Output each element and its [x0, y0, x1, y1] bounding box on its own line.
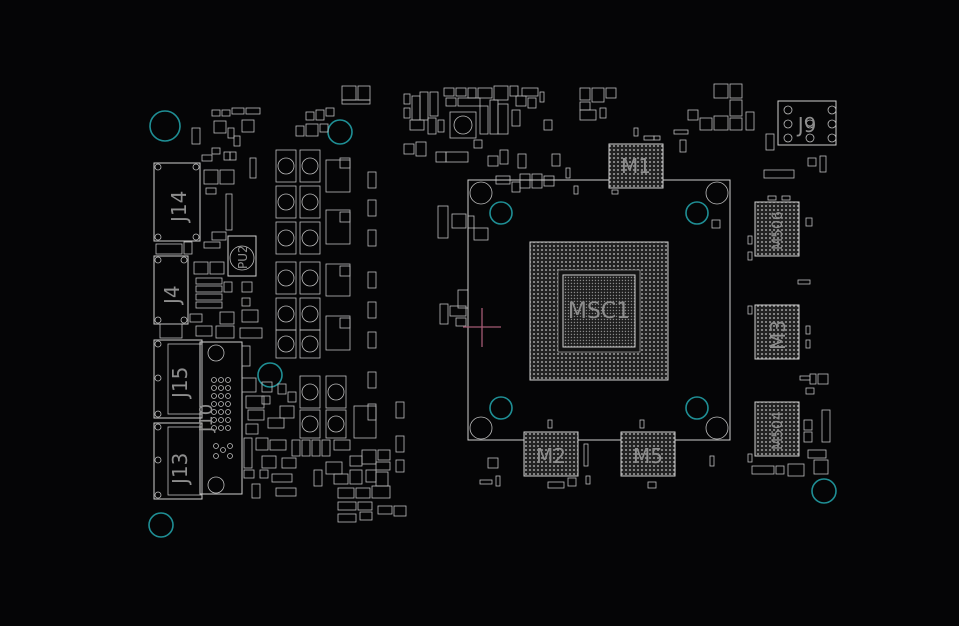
label-m5: M5	[633, 444, 663, 468]
connector-j4[interactable]: J4	[153, 255, 189, 325]
right-passives	[479, 189, 831, 489]
label-m2: M2	[536, 444, 566, 468]
label-pu2: PU2	[236, 245, 250, 269]
regulator-pu2[interactable]: PU2	[227, 235, 257, 277]
label-j13: J13	[168, 453, 192, 486]
label-m504: M504	[770, 411, 786, 450]
msc1-frame	[467, 179, 731, 441]
connector-j15[interactable]: J15	[153, 339, 203, 419]
label-j4: J4	[160, 285, 184, 306]
chip-m2[interactable]: M2	[523, 431, 579, 477]
chip-m3[interactable]: M3	[754, 304, 800, 360]
chip-m5[interactable]: M5	[620, 431, 676, 477]
chip-m506[interactable]: M506	[754, 201, 800, 257]
power-stage	[255, 85, 407, 523]
connector-j13[interactable]: J13	[153, 422, 203, 500]
connector-j9[interactable]: J9	[777, 100, 837, 146]
top-middle-passives	[403, 83, 827, 327]
left-passives	[155, 107, 265, 499]
label-j15: J15	[168, 367, 192, 400]
label-j9: J9	[796, 113, 817, 137]
chip-m1[interactable]: M1	[608, 143, 664, 189]
chip-msc1[interactable]: MSC1	[529, 241, 669, 381]
mounting-holes	[148, 110, 837, 538]
origin-marker	[463, 308, 501, 347]
label-j14: J14	[167, 191, 191, 224]
label-m3: M3	[766, 320, 790, 350]
connector-j14[interactable]: J14	[153, 162, 201, 242]
chip-m504[interactable]: M504	[754, 401, 800, 457]
label-m506: M506	[770, 211, 786, 250]
label-m1: M1	[621, 154, 651, 178]
label-msc1: MSC1	[568, 299, 630, 324]
connector-j10[interactable]: J10	[196, 341, 243, 495]
bottom-left-passives	[243, 469, 269, 479]
label-j10: J10	[196, 404, 217, 433]
